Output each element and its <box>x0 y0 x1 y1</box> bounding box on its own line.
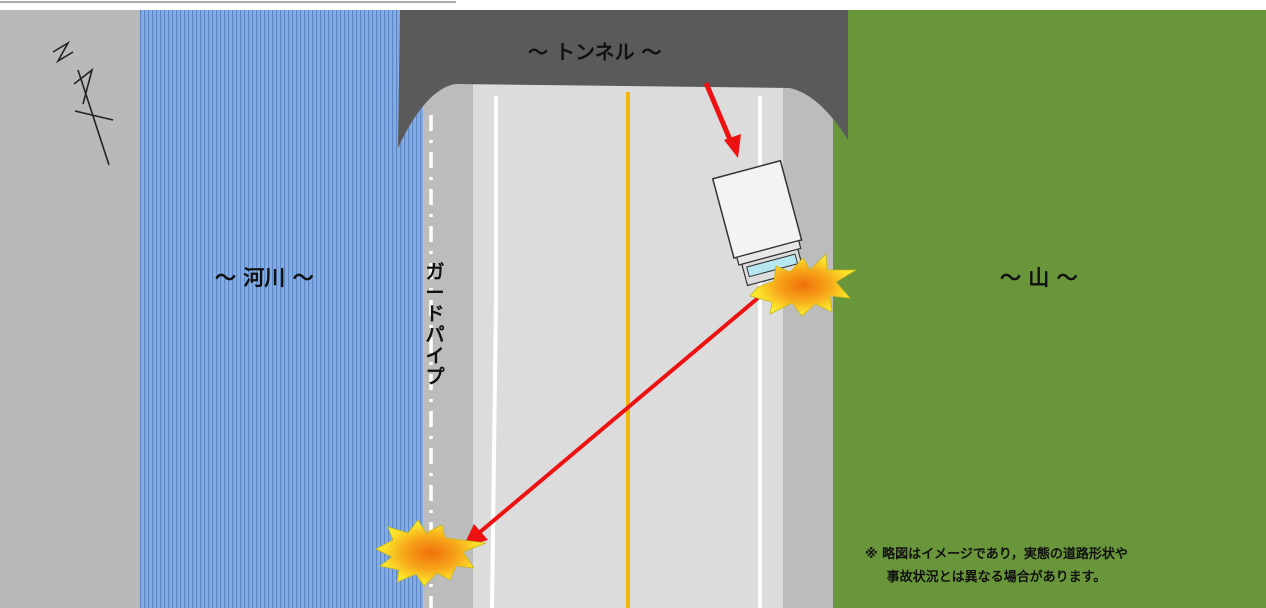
mountain-label: ～ 山 ～ <box>1000 266 1078 290</box>
left-margin <box>0 10 140 608</box>
impact-star-1 <box>749 253 858 317</box>
tunnel <box>398 10 848 148</box>
direction-arrow <box>703 82 741 158</box>
disclaimer-line-1: ※ 略図はイメージであり，実態の道路形状や <box>865 547 1128 562</box>
tunnel-label: ～ トンネル ～ <box>528 40 662 64</box>
river-area <box>140 10 423 608</box>
disclaimer-note: ※ 略図はイメージであり，実態の道路形状や 事故状況とは異なる場合があります。 <box>865 543 1128 589</box>
mountain-area <box>833 10 1266 608</box>
disclaimer-line-2: 事故状況とは異なる場合があります。 <box>886 570 1107 585</box>
north-arrow-icon <box>52 40 114 166</box>
truck-icon <box>711 159 805 287</box>
river-label: ～ 河川 ～ <box>215 266 314 290</box>
left-edge-line <box>490 96 498 608</box>
impact-star-2 <box>375 519 487 587</box>
guard-pipe-label: ガードパイプ <box>425 261 445 388</box>
